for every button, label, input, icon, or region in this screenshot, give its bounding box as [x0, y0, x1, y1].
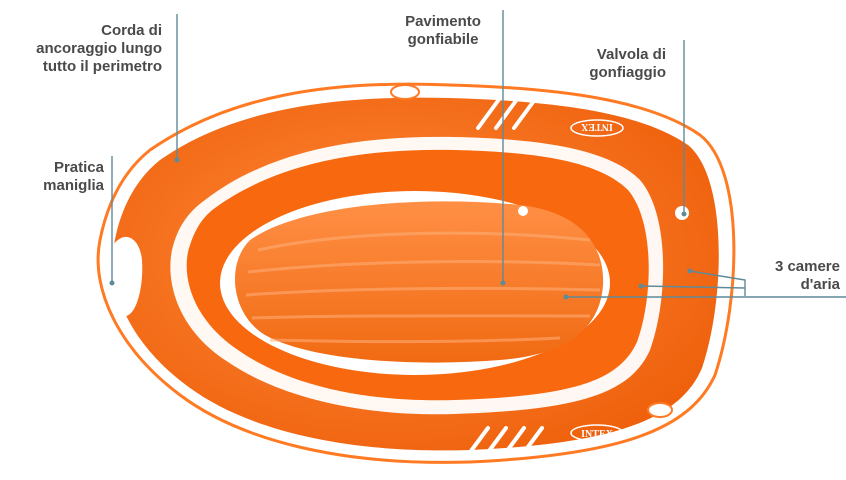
label-line: gonfiaggio — [560, 64, 666, 82]
leader-camere-dot — [564, 295, 569, 300]
label-line: gonfiabile — [388, 31, 498, 49]
label-line: Pavimento — [388, 13, 498, 31]
label-line: ancoraggio lungo — [0, 40, 162, 58]
leader-corda-dot — [175, 158, 180, 163]
label-line: Pratica — [0, 159, 104, 177]
label-line: tutto il perimetro — [0, 58, 162, 76]
leader-valvola-dot — [682, 212, 687, 217]
rope-grommet — [391, 85, 419, 99]
label-camere: 3 camere d'aria — [740, 258, 840, 294]
label-line: d'aria — [740, 276, 840, 294]
label-maniglia: Pratica maniglia — [0, 159, 104, 195]
label-pavimento: Pavimento gonfiabile — [388, 13, 498, 49]
leader-camere-dot — [688, 269, 693, 274]
label-line: Corda di — [0, 22, 162, 40]
label-line: 3 camere — [740, 258, 840, 276]
floor-valve — [518, 206, 528, 216]
label-valvola: Valvola di gonfiaggio — [560, 46, 666, 82]
leader-pavimento-dot — [501, 281, 506, 286]
leader-maniglia-dot — [110, 281, 115, 286]
label-line: Valvola di — [560, 46, 666, 64]
brand-text: INTEX — [580, 121, 612, 132]
leader-camere-dot — [639, 284, 644, 289]
label-line: maniglia — [0, 177, 104, 195]
label-corda: Corda di ancoraggio lungo tutto il perim… — [0, 22, 162, 76]
brand-text: INTEX — [581, 429, 613, 440]
rope-grommet — [648, 403, 672, 417]
